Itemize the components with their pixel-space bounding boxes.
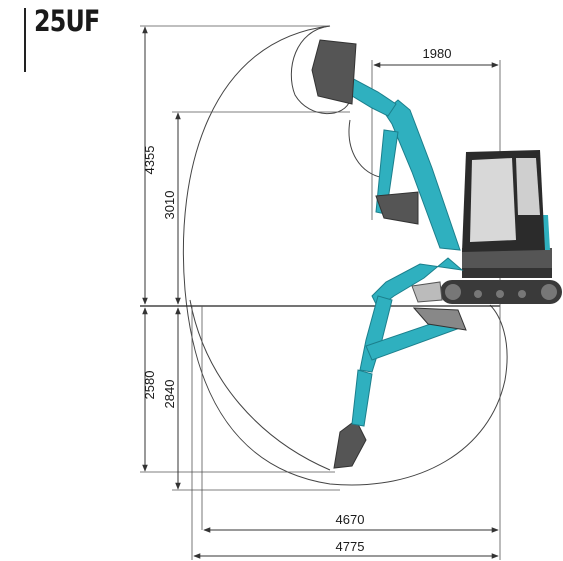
dimension-lines	[142, 26, 499, 559]
dim-label-4775: 4775	[336, 539, 365, 554]
model-title: 25UF	[34, 4, 100, 38]
bucket-lowered	[333, 419, 367, 469]
boom-raised	[311, 39, 461, 251]
excavator	[411, 150, 562, 304]
dim-label-3010: 3010	[162, 191, 177, 220]
cab-window	[470, 158, 516, 242]
boom-lowered	[333, 257, 467, 469]
dim-label-2840: 2840	[162, 380, 177, 409]
reference-lines	[140, 25, 501, 560]
dim-label-4355: 4355	[142, 146, 157, 175]
dim-label-4670: 4670	[336, 512, 365, 527]
dozer-blade	[411, 281, 443, 303]
bucket-dump	[375, 191, 419, 225]
bucket-raised	[311, 39, 357, 105]
bucket-ground	[412, 307, 467, 331]
dim-label-2580: 2580	[142, 371, 157, 400]
title-divider	[24, 8, 26, 72]
dim-label-1980: 1980	[423, 46, 452, 61]
